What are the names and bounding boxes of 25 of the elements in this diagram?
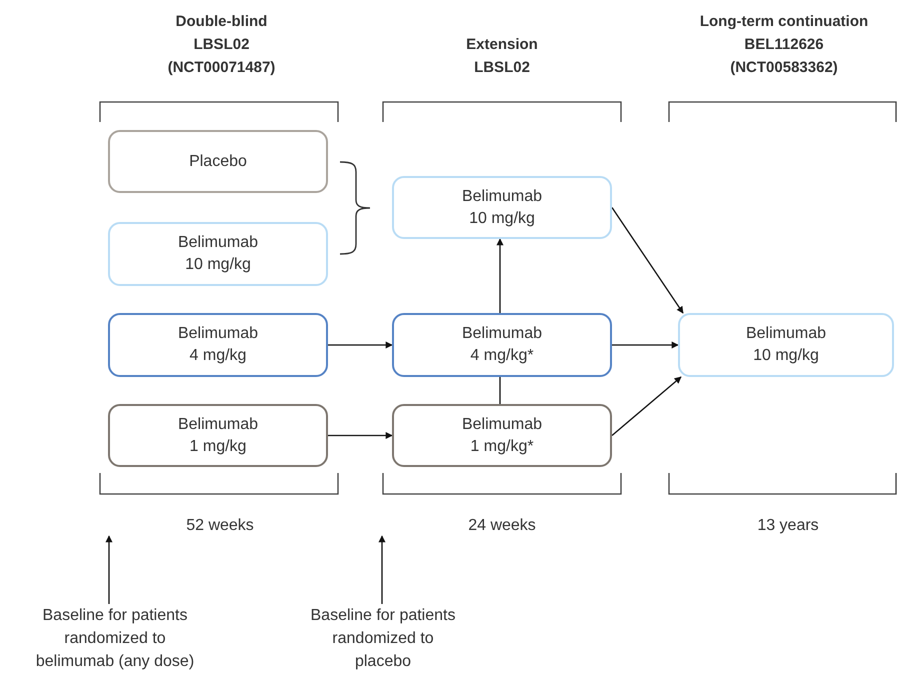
- treatment-box: Belimumab 1 mg/kg*: [392, 404, 612, 467]
- column-heading: Long-term continuation BEL112626 (NCT00583362): [698, 12, 870, 78]
- duration-label: 52 weeks: [185, 516, 255, 536]
- treatment-box: Placebo: [108, 130, 328, 193]
- baseline-note: Baseline for patients randomized to belimumab (any dose): [30, 604, 200, 673]
- arrow: [612, 376, 682, 436]
- treatment-box: Belimumab 10 mg/kg: [108, 222, 328, 286]
- arrow: [611, 207, 684, 314]
- column-heading: Double-blind LBSL02 (NCT00071487): [166, 12, 276, 78]
- arrow: [106, 535, 112, 604]
- treatment-box: Belimumab 1 mg/kg: [108, 404, 328, 467]
- duration-label: 24 weeks: [467, 516, 537, 536]
- column-heading: Extension LBSL02: [465, 35, 539, 78]
- arrow: [328, 342, 393, 348]
- duration-label: 13 years: [756, 516, 820, 536]
- arrow: [328, 432, 393, 439]
- treatment-box: Belimumab 10 mg/kg: [678, 313, 894, 377]
- arrow: [612, 342, 679, 348]
- treatment-box: Belimumab 4 mg/kg*: [392, 313, 612, 377]
- baseline-note: Baseline for patients randomized to placebo: [307, 604, 459, 673]
- arrow: [378, 535, 386, 604]
- arrow: [496, 238, 504, 313]
- connector-line: [499, 377, 501, 404]
- treatment-box: Belimumab 10 mg/kg: [392, 176, 612, 239]
- treatment-box: Belimumab 4 mg/kg: [108, 313, 328, 377]
